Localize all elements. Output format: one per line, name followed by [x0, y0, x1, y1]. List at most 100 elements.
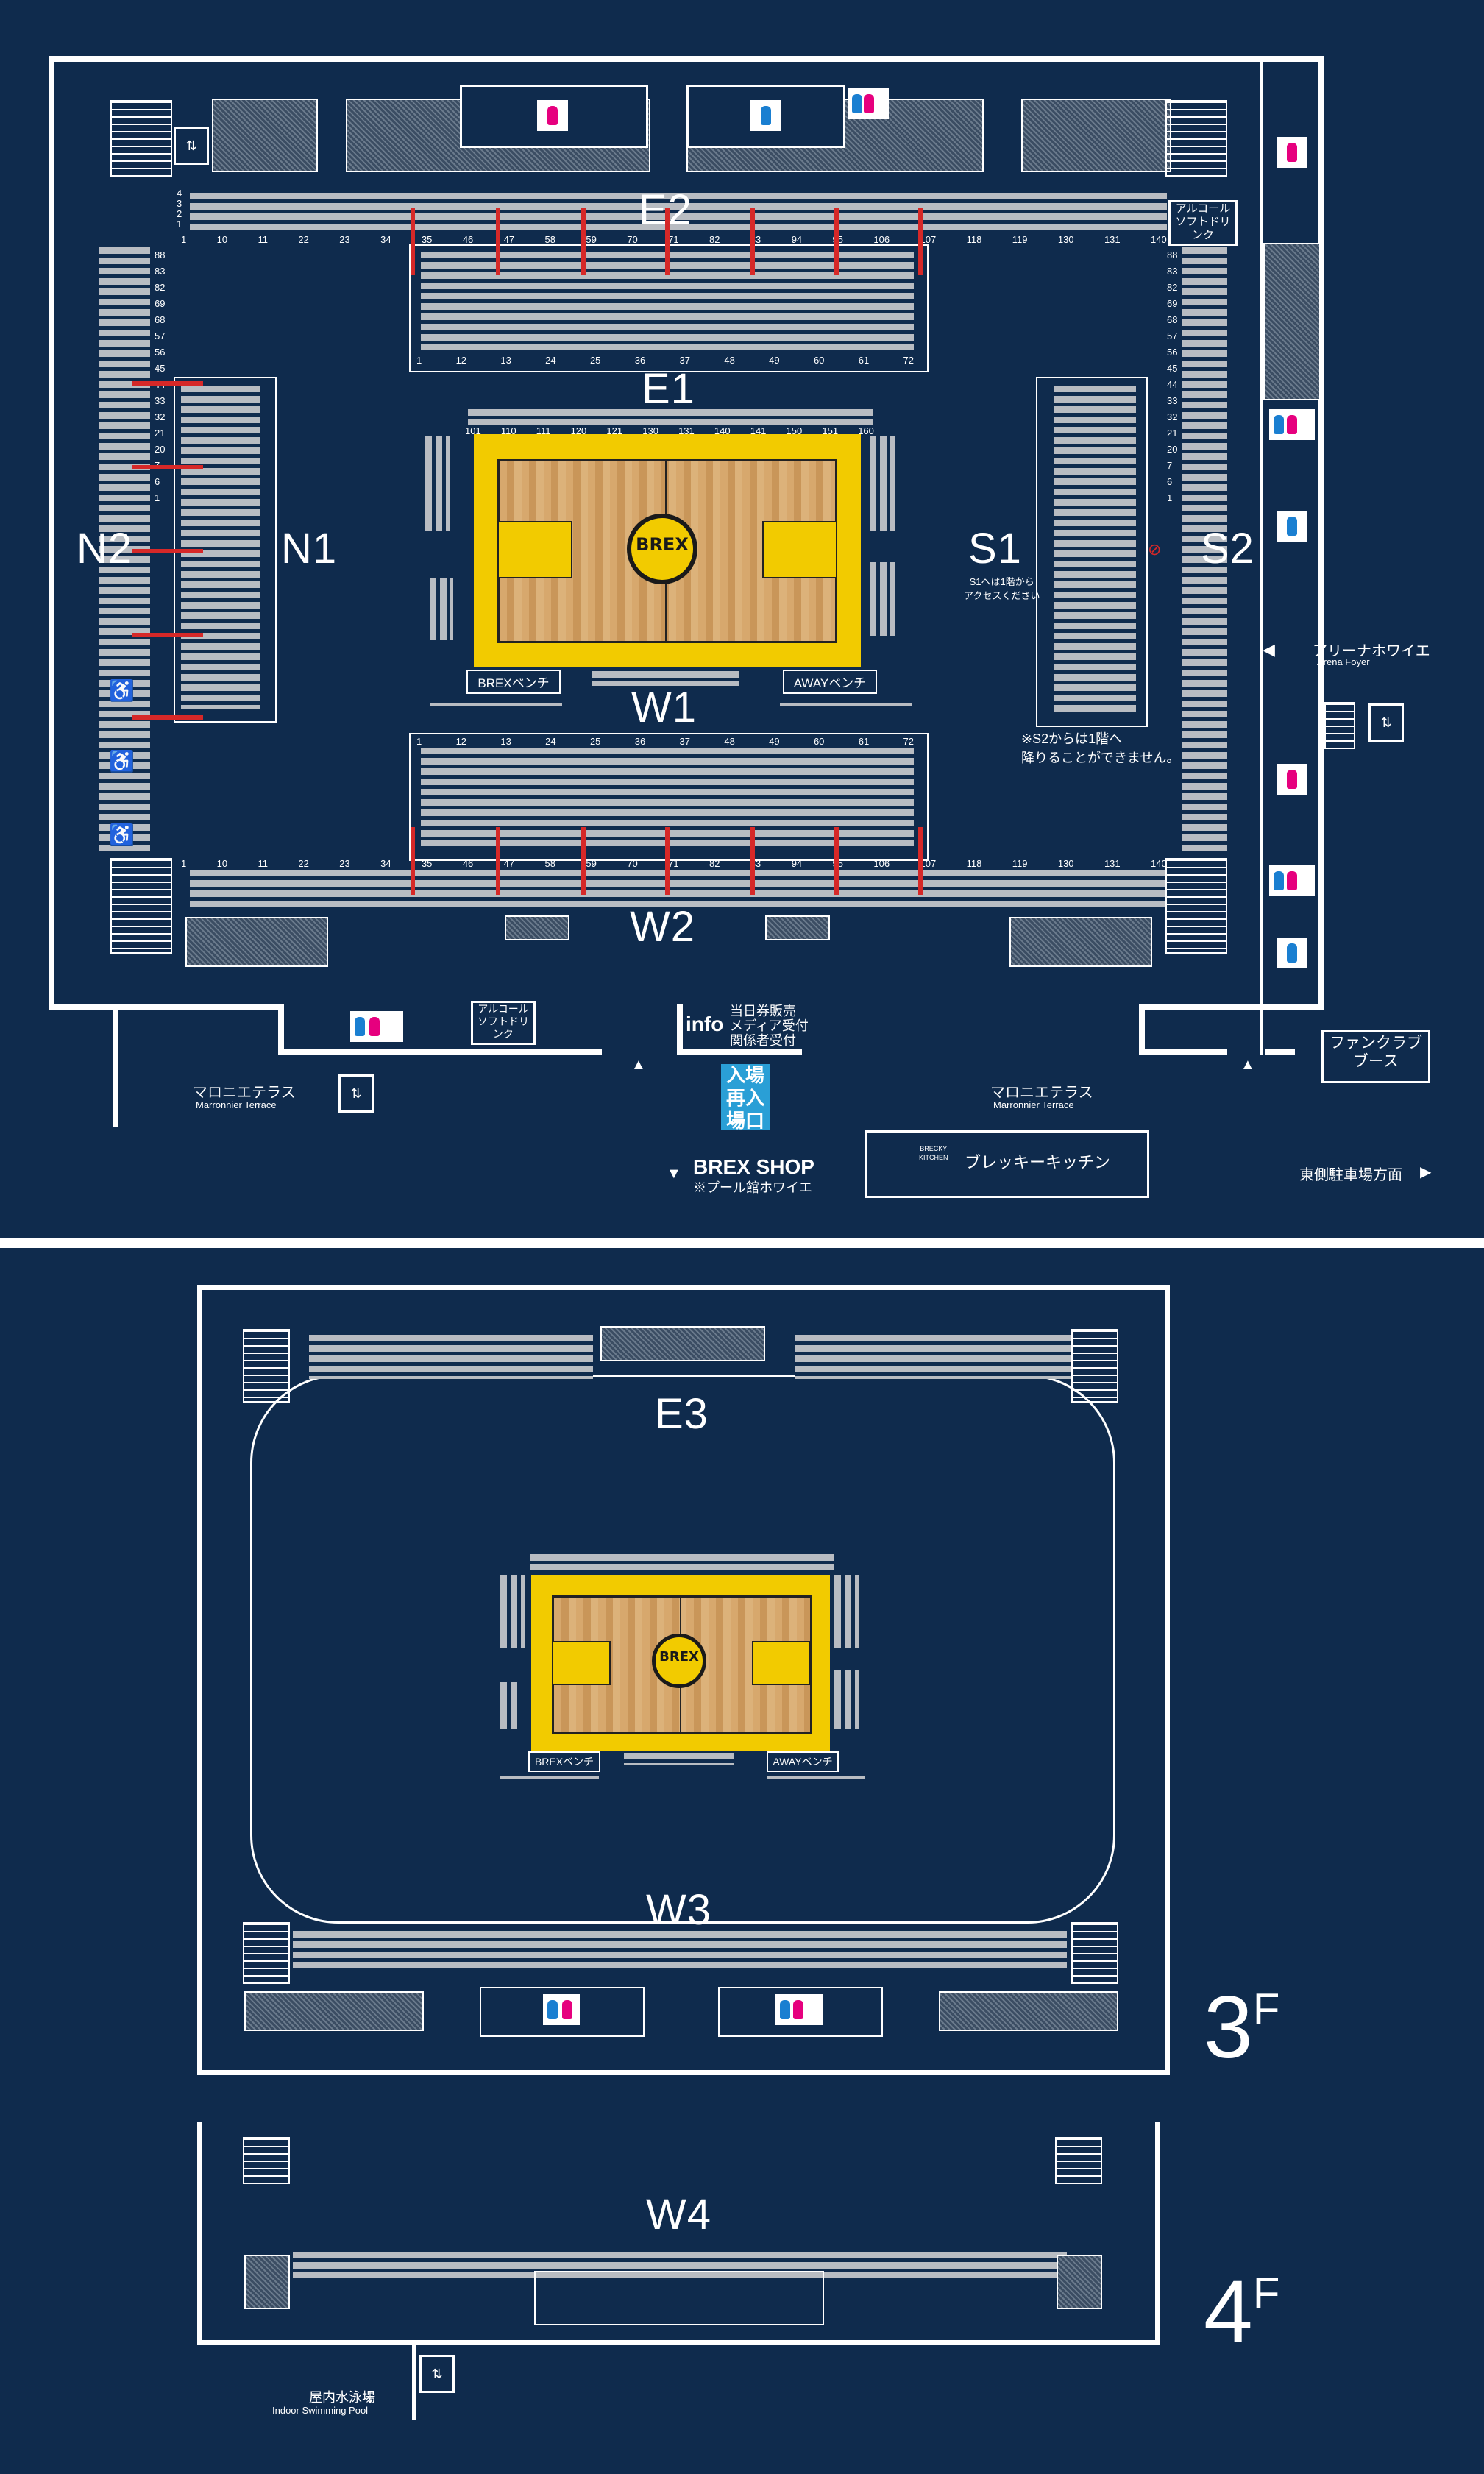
seat-number: 20: [155, 444, 166, 455]
seat-number: 1: [155, 492, 160, 503]
section-label-w1: W1: [631, 684, 697, 731]
hatch-area: [244, 1991, 424, 2031]
seat-number: 56: [155, 347, 166, 358]
multipurpose-restroom-icon: [775, 1994, 823, 2025]
scorer-table: [592, 671, 739, 686]
seat-number: 72: [903, 736, 914, 747]
brex-bench[interactable]: BREXベンチ: [528, 1751, 600, 1772]
wall: [412, 2340, 416, 2420]
seat-number: 32: [1167, 411, 1178, 422]
seat-number: 35: [421, 858, 433, 869]
section-label-w4: W4: [646, 2191, 711, 2239]
seat-number: 118: [966, 858, 982, 869]
seat-number: 11: [258, 234, 268, 245]
court-paint-left: [497, 521, 572, 578]
seat-block-n1[interactable]: [181, 386, 260, 709]
east-parking-label: 東側駐車場方面: [1299, 1167, 1402, 1183]
brex-bench[interactable]: BREXベンチ: [466, 670, 561, 694]
seat-number: 131: [1104, 234, 1121, 245]
mens-restroom-icon: [1277, 938, 1307, 968]
seat-number: 46: [462, 234, 474, 245]
route-marker: [918, 208, 923, 275]
brecky-kitchen[interactable]: BRECKY KITCHEN ブレッキーキッチン: [865, 1130, 1149, 1198]
brecky-kitchen-logo: BRECKY KITCHEN: [919, 1145, 948, 1161]
arrow-up-icon: ▲: [1240, 1057, 1255, 1073]
seat-number: 13: [500, 736, 511, 747]
seat-number: 106: [873, 234, 890, 245]
floor3-outer-wall: [197, 1285, 1170, 2075]
elevator-icon: ⇅: [338, 1074, 374, 1113]
seat-block-s1[interactable]: [1054, 386, 1136, 712]
seat-number: 111: [536, 425, 551, 436]
court-paint-right: [752, 1641, 811, 1685]
seat-block-e3-right[interactable]: [795, 1335, 1071, 1379]
seat-number: 119: [1012, 858, 1028, 869]
seat-number: 12: [455, 355, 467, 366]
floor-label-4f: 4F: [1204, 2262, 1280, 2361]
alcohol-drink-stand[interactable]: アルコール ソフトドリンク: [471, 1001, 536, 1045]
fan-club-booth[interactable]: ファンクラブ ブース: [1321, 1030, 1430, 1083]
route-marker: [496, 827, 500, 895]
hatch-area: [1009, 917, 1152, 967]
seat-block-w3[interactable]: [293, 1931, 1067, 1972]
away-bench[interactable]: AWAYベンチ: [767, 1751, 839, 1772]
seat-row-court-side[interactable]: [530, 1554, 834, 1570]
seat-number: 11: [258, 858, 268, 869]
section-label-e2: E2: [639, 185, 692, 235]
wall: [1139, 1049, 1227, 1055]
seat-number: 23: [339, 234, 350, 245]
seat-number: 83: [1167, 266, 1178, 277]
no-entry-icon: ⊘: [1148, 540, 1162, 559]
stairs-icon: [243, 1329, 290, 1403]
seat-block-w2[interactable]: [190, 870, 1167, 911]
route-marker: [132, 715, 203, 720]
seat-block-e3-left[interactable]: [309, 1335, 593, 1379]
brex-shop-label[interactable]: BREX SHOP: [693, 1155, 814, 1178]
seat-number: 61: [858, 736, 870, 747]
seat-block-s2[interactable]: [1182, 247, 1227, 851]
brex-logo: BREX: [627, 514, 697, 584]
seat-row-court-side[interactable]: [468, 409, 873, 425]
seat-number: 71: [668, 858, 679, 869]
seat-number: 94: [791, 858, 803, 869]
multipurpose-restroom-icon: [350, 1011, 403, 1042]
restroom-icon: [543, 1994, 580, 2025]
stairs-icon: [1071, 1922, 1118, 1984]
away-bench[interactable]: AWAYベンチ: [783, 670, 877, 694]
seat-number: 107: [920, 234, 937, 245]
seat-block-e2[interactable]: [190, 193, 1167, 234]
wheelchair-icon: ♿: [109, 679, 135, 702]
seat-number: 25: [589, 736, 601, 747]
seat-number: 130: [1057, 858, 1074, 869]
section-label-e3: E3: [655, 1390, 709, 1438]
seat-number: 60: [813, 355, 825, 366]
seat-number: 121: [606, 425, 623, 436]
seat-number: 150: [786, 425, 803, 436]
seat-number: 131: [1104, 858, 1121, 869]
seat-number: 88: [155, 249, 166, 260]
seat-number: 110: [500, 425, 516, 436]
seat-number: 61: [858, 355, 870, 366]
press-area-left2: [500, 1682, 519, 1729]
seat-block-w4[interactable]: [293, 2252, 1067, 2278]
seat-number: 1: [416, 355, 422, 366]
hatch-area: [1021, 99, 1171, 172]
wheelchair-icon: ♿: [109, 750, 135, 773]
arrow-right-icon: ▶: [1420, 1164, 1432, 1180]
s1-frame: [1036, 377, 1148, 727]
elevator-icon: ⇅: [174, 127, 209, 165]
seat-row: [767, 1776, 865, 1779]
wall: [49, 56, 1324, 62]
alcohol-drink-stand[interactable]: アルコール ソフトドリンク: [1168, 200, 1238, 246]
entrance-button[interactable]: 入場 再入場口: [721, 1064, 770, 1132]
seat-number: 59: [586, 858, 597, 869]
route-marker: [132, 549, 203, 553]
stairs-icon: [1165, 858, 1227, 954]
hatch-area: [1057, 2255, 1102, 2309]
wall: [1260, 62, 1263, 1004]
stairs-icon: [1055, 2137, 1102, 2184]
seat-number: 83: [155, 266, 166, 277]
brecky-kitchen-label: ブレッキーキッチン: [965, 1153, 1111, 1172]
restroom-box: [480, 1987, 645, 2037]
route-marker: [834, 827, 839, 895]
